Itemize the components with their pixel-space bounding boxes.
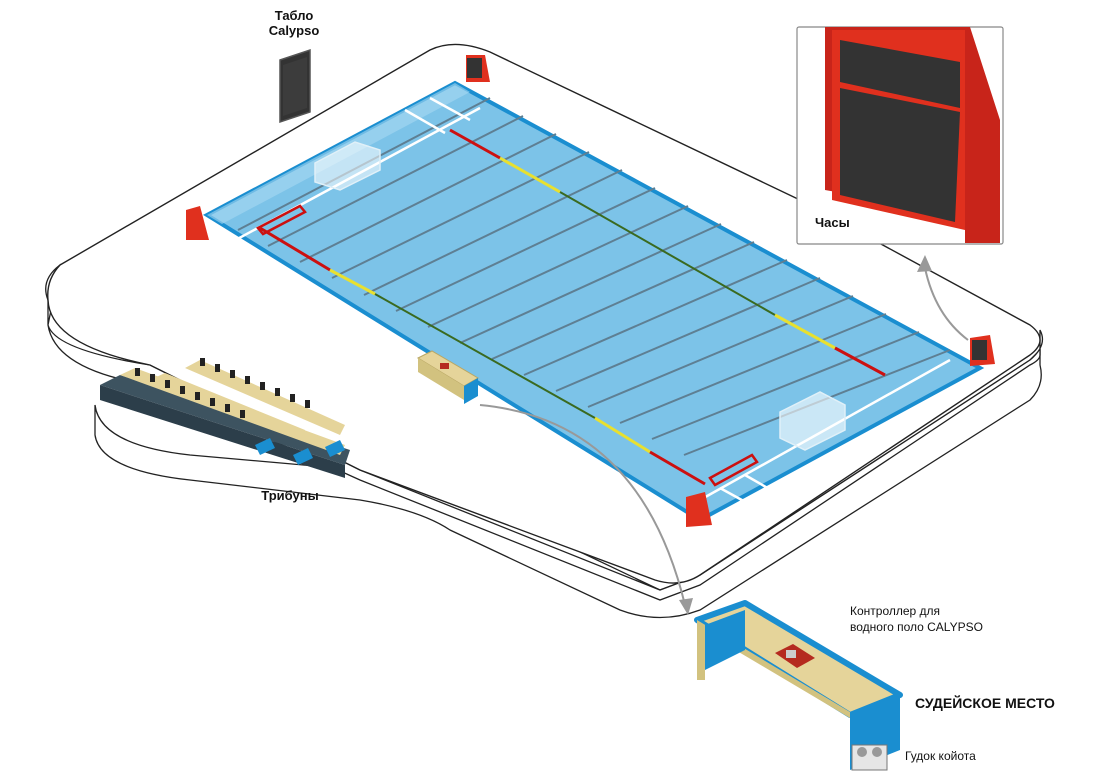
shot-clock-right [970, 335, 995, 366]
label-stands: Трибуны [261, 488, 319, 503]
goal-left [314, 141, 381, 191]
clock-inset [796, 26, 1004, 261]
label-judge-area: СУДЕЙСКОЕ МЕСТО [915, 695, 1055, 711]
shot-clock-bottom [686, 492, 712, 527]
arrow-to-judge-table [479, 404, 693, 615]
horn-icon [851, 744, 888, 771]
judge-table-small [416, 350, 479, 404]
label-controller: Контроллер для водного поло CALYPSO [850, 604, 983, 634]
controller-device [775, 644, 815, 668]
label-scoreboard: Табло Calypso [268, 8, 320, 38]
stands [100, 358, 350, 478]
arrow-to-clock [917, 255, 969, 341]
label-clock: Часы [815, 215, 850, 230]
goal-right [779, 391, 846, 451]
shot-clock-top [466, 55, 490, 82]
scoreboard [279, 48, 311, 124]
pool [202, 80, 985, 523]
label-horn: Гудок койота [905, 749, 976, 763]
shot-clock-left [186, 206, 209, 240]
